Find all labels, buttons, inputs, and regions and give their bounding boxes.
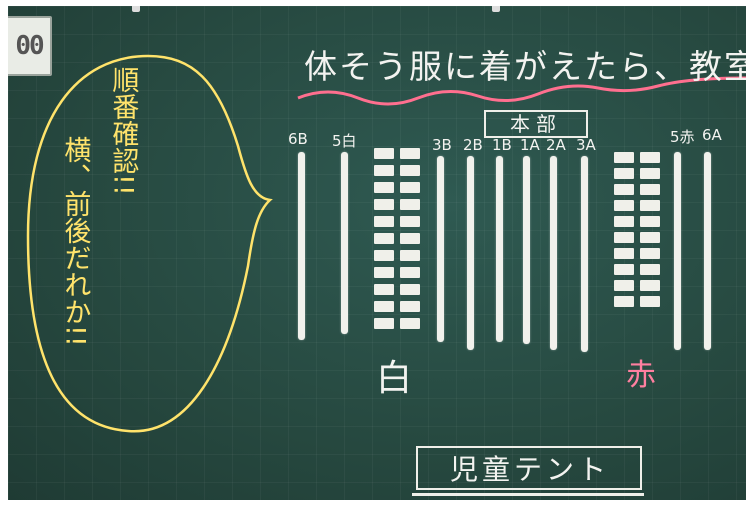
name-card (640, 216, 660, 227)
lane-label-6b: 6B (288, 130, 308, 148)
name-card (374, 199, 394, 210)
name-card (374, 216, 394, 227)
name-card (400, 165, 420, 176)
lane-label-2a: 2A (546, 136, 566, 154)
magnet-pin (132, 6, 140, 12)
name-card (614, 264, 634, 275)
lane-label-6a: 6A (702, 126, 722, 144)
name-card (400, 199, 420, 210)
name-card (640, 184, 660, 195)
lane-line (467, 156, 474, 350)
lane-line (550, 156, 557, 350)
name-card (400, 318, 420, 329)
name-card (400, 216, 420, 227)
name-card (640, 232, 660, 243)
name-card (374, 165, 394, 176)
name-card (614, 232, 634, 243)
name-card (640, 152, 660, 163)
name-card (374, 301, 394, 312)
name-card (374, 182, 394, 193)
lane-label-5white: 5白 (332, 132, 357, 150)
name-card (374, 318, 394, 329)
tent-underline (412, 493, 644, 496)
name-card (614, 152, 634, 163)
board-title: 体そう服に着がえたら、教室 (304, 47, 746, 86)
lane-label-1a: 1A (520, 136, 540, 154)
name-card (400, 250, 420, 261)
name-card (614, 216, 634, 227)
bubble-text-col1: 順番確認!! (107, 66, 139, 196)
chalkboard: 00 順番確認!! 横、前後だれか!! 体そう服に着がえたら、教室 本部 6B … (8, 6, 746, 500)
lane-line (437, 156, 444, 342)
name-card (374, 267, 394, 278)
lane-line (341, 152, 348, 334)
lane-line (523, 156, 530, 344)
team-red-label: 赤 (626, 358, 656, 393)
name-card (640, 248, 660, 259)
name-card (400, 148, 420, 159)
team-white-label: 白 (376, 358, 413, 399)
name-card (640, 264, 660, 275)
lane-line (496, 156, 503, 342)
lane-label-5red: 5赤 (670, 128, 695, 146)
name-card (640, 168, 660, 179)
lane-label-1b: 1B (492, 136, 512, 154)
tent-label: 児童テント (450, 453, 611, 486)
tent-box: 児童テント (416, 446, 642, 490)
name-card (400, 301, 420, 312)
name-card (614, 200, 634, 211)
lane-line (674, 152, 681, 350)
lane-label-2b: 2B (463, 136, 483, 154)
lane-label-3b: 3B (432, 136, 452, 154)
lane-label-3a: 3A (576, 136, 596, 154)
bubble-text-col2: 横、前後だれか!! (59, 136, 91, 347)
name-card (374, 250, 394, 261)
name-card (400, 233, 420, 244)
name-card (640, 296, 660, 307)
name-card (374, 233, 394, 244)
name-card (614, 168, 634, 179)
magnet-pin (492, 6, 500, 12)
lane-line (298, 152, 305, 340)
name-card (400, 267, 420, 278)
name-card (614, 184, 634, 195)
name-card (614, 296, 634, 307)
name-card (640, 200, 660, 211)
name-card (614, 248, 634, 259)
name-card (400, 182, 420, 193)
name-card (614, 280, 634, 291)
name-card (400, 284, 420, 295)
lane-line (581, 156, 588, 352)
digital-clock: 00 (8, 16, 52, 76)
lane-line (704, 152, 711, 350)
name-card (374, 148, 394, 159)
headquarters-box: 本部 (484, 110, 588, 138)
name-card (640, 280, 660, 291)
name-card (374, 284, 394, 295)
